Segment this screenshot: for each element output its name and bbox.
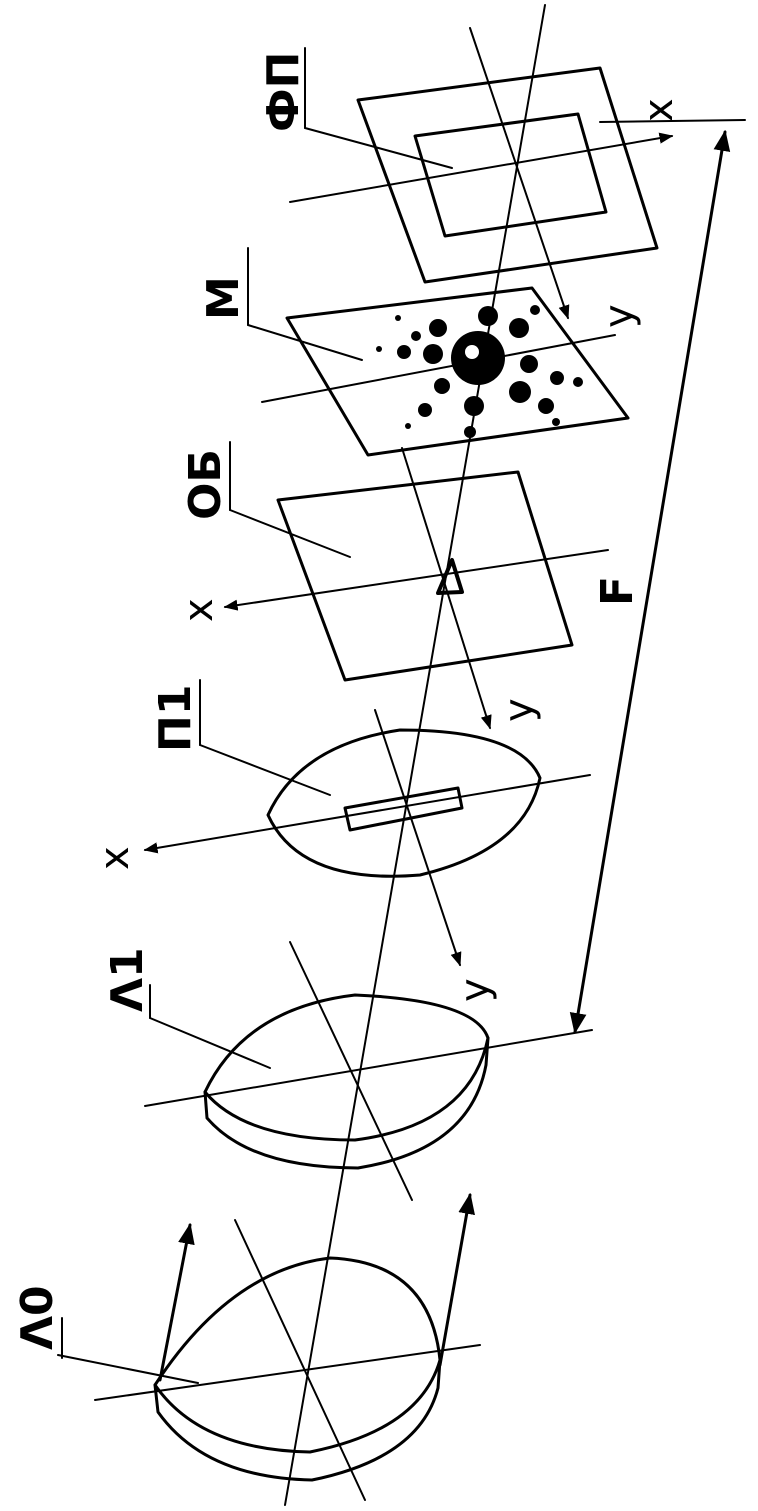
label-slit-p1: П1 bbox=[150, 685, 201, 752]
label-lens-l0: Λ0 bbox=[12, 1285, 63, 1350]
slit-axis-y: y bbox=[452, 978, 498, 1002]
lens-l1 bbox=[144, 941, 593, 1201]
label-detector-fp: ФП bbox=[258, 52, 309, 132]
detector-axis-y: y bbox=[596, 304, 642, 328]
object-axis-y: y bbox=[496, 698, 542, 722]
object-axis-x: x bbox=[176, 598, 222, 622]
slit-axis-x: x bbox=[92, 846, 138, 870]
focal-length-dimension bbox=[569, 119, 746, 1035]
photodetector-fp bbox=[289, 27, 674, 320]
lens-l0 bbox=[57, 1192, 481, 1501]
label-object-ob: ОБ bbox=[180, 449, 231, 520]
label-focal-f: F bbox=[592, 576, 643, 606]
mask-m bbox=[247, 286, 630, 457]
optical-axis bbox=[284, 4, 546, 1506]
detector-axis-x: x bbox=[636, 98, 682, 122]
object-plane bbox=[223, 447, 609, 730]
label-lens-l1: Λ1 bbox=[102, 947, 153, 1012]
slit-aperture-p1 bbox=[143, 709, 591, 967]
label-mask-m: М bbox=[198, 276, 249, 320]
